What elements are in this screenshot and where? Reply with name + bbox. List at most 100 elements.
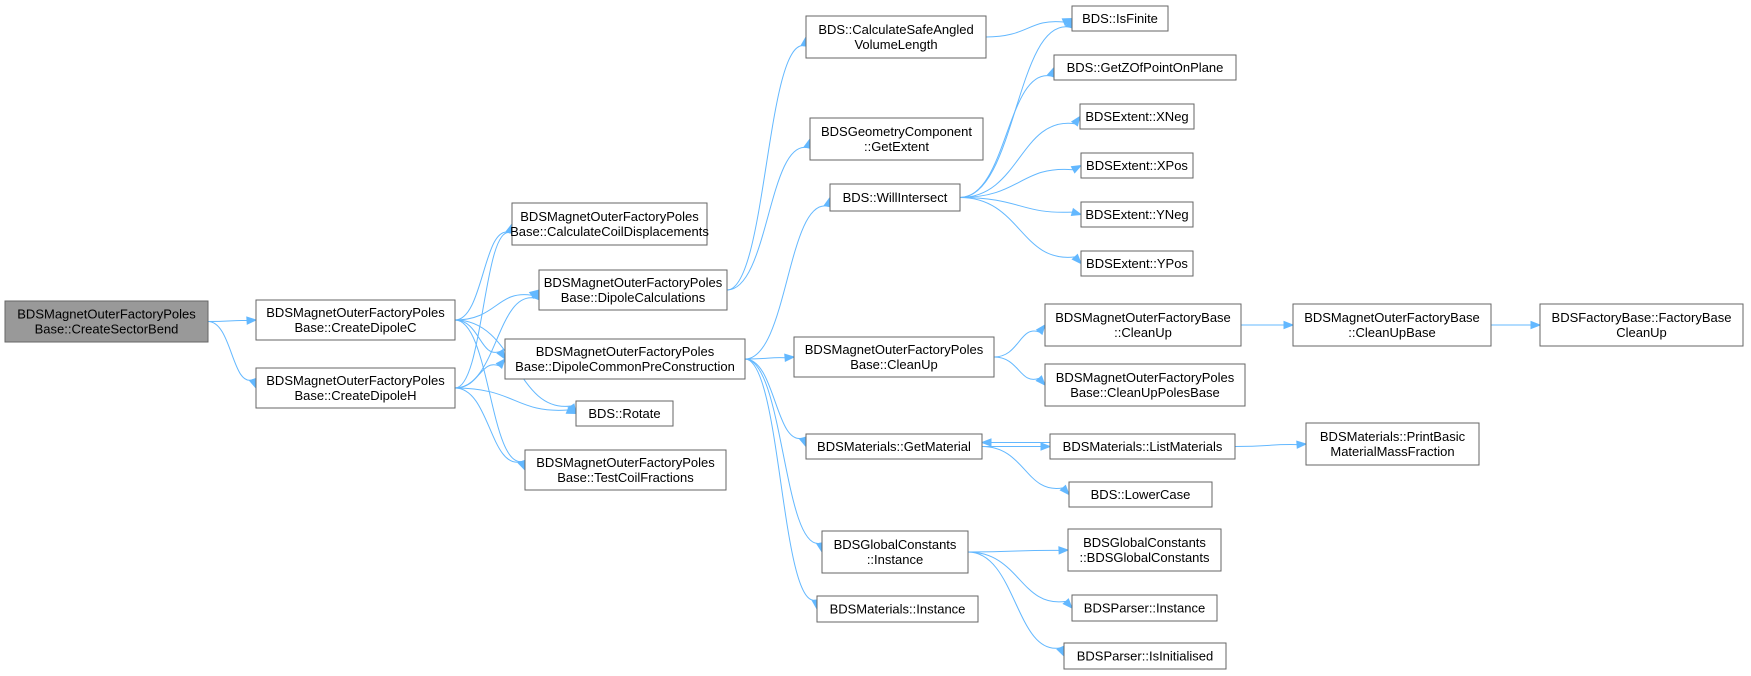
graph-node-fbclean[interactable]: BDSMagnetOuterFactoryBase::CleanUp: [1044, 303, 1242, 347]
node-label-line: ::Instance: [867, 552, 923, 567]
edge-arrowhead: [1296, 440, 1308, 449]
graph-node-parinst[interactable]: BDSParser::Instance: [1071, 594, 1218, 622]
node-box: [1049, 433, 1236, 460]
node-label-line: BDSMagnetOuterFactoryPoles: [520, 209, 699, 224]
graph-edge: [981, 446, 1070, 496]
node-label-line: BDS::IsFinite: [1082, 11, 1158, 26]
graph-edge: [993, 323, 1046, 358]
node-box: [538, 269, 728, 311]
graph-node-dcalc[interactable]: BDSMagnetOuterFactoryPolesBase::DipoleCa…: [538, 269, 728, 311]
node-box: [1063, 642, 1227, 670]
graph-edge: [207, 316, 258, 325]
edge-arrowhead: [1035, 323, 1046, 336]
graph-node-ccd[interactable]: BDSMagnetOuterFactoryPolesBase::Calculat…: [510, 202, 709, 246]
graph-node-gext[interactable]: BDSGeometryComponent::GetExtent: [809, 117, 984, 161]
graph-node-rot[interactable]: BDS::Rotate: [575, 400, 674, 427]
node-box: [1071, 594, 1218, 622]
call-nodes: BDSMagnetOuterFactoryPolesBase::CreateSe…: [4, 5, 1744, 670]
edge-gcinst-to-gcctor: [967, 549, 1060, 553]
edge-arrowhead: [1061, 17, 1074, 27]
node-box: [1071, 5, 1169, 32]
edge-willi-to-ypos: [959, 197, 1075, 258]
graph-node-diph[interactable]: BDSMagnetOuterFactoryPolesBase::CreateDi…: [255, 367, 456, 409]
edge-dcpc-to-willi: [744, 205, 828, 360]
edge-dcpc-to-getmat: [744, 358, 804, 439]
node-label-line: BDS::CalculateSafeAngled: [818, 22, 973, 37]
node-label-line: CleanUp: [1616, 325, 1667, 340]
node-label-line: BDSMagnetOuterFactoryPoles: [266, 373, 445, 388]
edge-diph-to-rot: [454, 387, 568, 411]
graph-node-parisinit[interactable]: BDSParser::IsInitialised: [1063, 642, 1227, 670]
graph-node-yneg[interactable]: BDSExtent::YNeg: [1080, 201, 1194, 228]
graph-node-cleanpb[interactable]: BDSMagnetOuterFactoryPolesBase::CleanUpP…: [1044, 363, 1246, 407]
graph-node-root[interactable]: BDSMagnetOuterFactoryPolesBase::CreateSe…: [4, 300, 209, 343]
graph-edge: [454, 288, 540, 389]
node-box: [1067, 528, 1222, 572]
node-label-line: Base::CreateSectorBend: [35, 322, 179, 337]
graph-edge: [454, 289, 541, 321]
edge-cleanup-to-cleanpb: [993, 356, 1040, 380]
node-box: [1080, 201, 1194, 228]
node-label-line: BDSMagnetOuterFactoryPoles: [1056, 370, 1235, 385]
graph-edge: [959, 115, 1081, 198]
node-box: [1068, 481, 1213, 508]
graph-node-getmat[interactable]: BDSMaterials::GetMaterial: [805, 433, 983, 460]
node-label-line: BDSExtent::XPos: [1086, 158, 1188, 173]
edge-arrowhead: [1070, 115, 1081, 127]
node-label-line: BDSMaterials::Instance: [830, 602, 966, 617]
graph-node-xpos[interactable]: BDSExtent::XPos: [1080, 152, 1194, 179]
graph-node-listmat[interactable]: BDSMaterials::ListMaterials: [1049, 433, 1236, 460]
edge-arrowhead: [1070, 207, 1083, 217]
node-label-line: BDSMagnetOuterFactoryPoles: [17, 307, 196, 322]
graph-node-fbcleanbase[interactable]: BDSMagnetOuterFactoryBase::CleanUpBase: [1292, 303, 1492, 347]
edge-willi-to-xpos: [959, 168, 1074, 198]
node-box: [1080, 250, 1194, 277]
graph-node-xneg[interactable]: BDSExtent::XNeg: [1079, 103, 1195, 130]
graph-node-willi[interactable]: BDS::WillIntersect: [829, 183, 961, 212]
graph-node-ypos[interactable]: BDSExtent::YPos: [1080, 250, 1194, 277]
node-box: [255, 367, 456, 409]
node-label-line: BDSMagnetOuterFactoryPoles: [544, 275, 723, 290]
graph-node-matinst[interactable]: BDSMaterials::Instance: [816, 595, 979, 623]
node-label-line: BDSParser::Instance: [1084, 601, 1205, 616]
node-label-line: ::GetExtent: [864, 139, 929, 154]
node-label-line: BDS::Rotate: [588, 406, 660, 421]
node-box: [1044, 363, 1246, 407]
node-box: [1539, 303, 1744, 347]
edge-arrowhead: [1062, 598, 1073, 610]
graph-edge: [981, 442, 1052, 451]
graph-node-isfin[interactable]: BDS::IsFinite: [1071, 5, 1169, 32]
node-box: [829, 183, 961, 212]
graph-edge: [959, 197, 1083, 217]
graph-edge: [726, 35, 809, 291]
graph-node-gcctor[interactable]: BDSGlobalConstants::BDSGlobalConstants: [1067, 528, 1222, 572]
graph-node-printmat[interactable]: BDSMaterials::PrintBasicMaterialMassFrac…: [1305, 422, 1480, 466]
edge-arrowhead: [980, 438, 992, 447]
node-label-line: VolumeLength: [854, 37, 937, 52]
node-label-line: BDSGeometryComponent: [821, 124, 972, 139]
node-label-line: Base::CreateDipoleC: [294, 320, 416, 335]
node-box: [809, 117, 984, 161]
node-box: [575, 400, 674, 427]
node-label-line: Base::CreateDipoleH: [294, 388, 416, 403]
graph-node-lower[interactable]: BDS::LowerCase: [1068, 481, 1213, 508]
node-label-line: BDSMagnetOuterFactoryPoles: [805, 342, 984, 357]
node-label-line: BDSExtent::YPos: [1086, 256, 1188, 271]
graph-node-dcpc[interactable]: BDSMagnetOuterFactoryPolesBase::DipoleCo…: [504, 338, 746, 380]
node-label-line: BDSFactoryBase::FactoryBase: [1552, 310, 1732, 325]
graph-node-dipc[interactable]: BDSMagnetOuterFactoryPolesBase::CreateDi…: [255, 299, 456, 341]
graph-node-getz[interactable]: BDS::GetZOfPointOnPlane: [1053, 54, 1237, 81]
edge-arrowhead: [1059, 484, 1070, 496]
graph-node-gcinst[interactable]: BDSGlobalConstants::Instance: [821, 530, 969, 574]
graph-edge: [1490, 320, 1542, 330]
node-label-line: MaterialMassFraction: [1330, 444, 1454, 459]
edge-dipc-to-dcalc: [454, 294, 532, 321]
edge-dcalc-to-gext: [726, 147, 808, 291]
edge-diph-to-dcalc: [454, 297, 536, 389]
graph-node-tcf[interactable]: BDSMagnetOuterFactoryPolesBase::TestCoil…: [524, 449, 727, 491]
edge-dipc-to-dcpc: [454, 319, 501, 353]
